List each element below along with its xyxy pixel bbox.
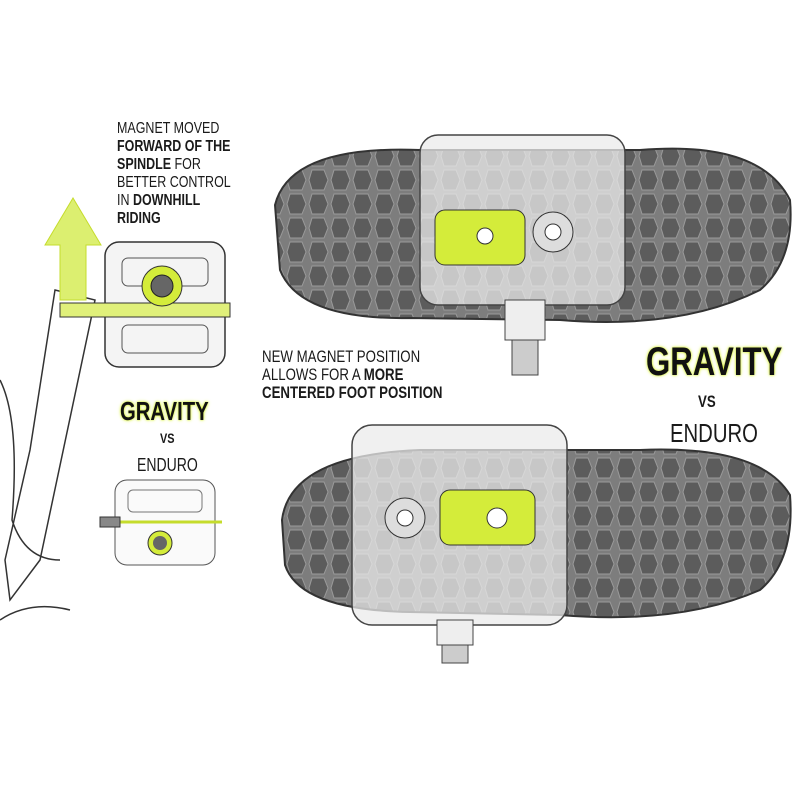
left-annotation: MAGNET MOVED FORWARD OF THE SPINDLE FOR … bbox=[117, 120, 231, 228]
gravity-pedal-side-view bbox=[59, 241, 231, 368]
note-line: FORWARD OF THE bbox=[117, 138, 231, 155]
forward-arrow-icon bbox=[44, 197, 102, 301]
crank-arm bbox=[0, 289, 96, 621]
bottom-shoe-enduro bbox=[280, 424, 792, 664]
note-line: FOR bbox=[171, 156, 201, 173]
note-line: CENTERED FOOT POSITION bbox=[262, 383, 443, 402]
enduro-pedal-side-view bbox=[99, 479, 222, 566]
note-line: SPINDLE bbox=[117, 156, 172, 173]
left-vs-label: vs bbox=[160, 430, 175, 446]
note-line: NEW MAGNET POSITION bbox=[262, 347, 421, 366]
note-line: DOWNHILL bbox=[132, 192, 201, 209]
note-line: RIDING bbox=[117, 210, 161, 227]
top-shoe-gravity bbox=[273, 134, 792, 376]
right-enduro-label: ENDURO bbox=[670, 418, 758, 448]
note-line: ALLOWS FOR A bbox=[262, 365, 364, 384]
note-line: MAGNET MOVED bbox=[117, 120, 220, 137]
left-gravity-label: GRAVITY bbox=[120, 396, 209, 426]
note-line: MORE bbox=[363, 365, 404, 384]
left-enduro-label: ENDURO bbox=[137, 455, 198, 475]
center-annotation: NEW MAGNET POSITION ALLOWS FOR A MORE CE… bbox=[262, 348, 442, 402]
note-line: BETTER CONTROL bbox=[117, 174, 231, 191]
right-vs-label: vs bbox=[698, 392, 716, 411]
right-gravity-label: GRAVITY bbox=[646, 340, 783, 384]
note-line: IN bbox=[117, 192, 133, 209]
